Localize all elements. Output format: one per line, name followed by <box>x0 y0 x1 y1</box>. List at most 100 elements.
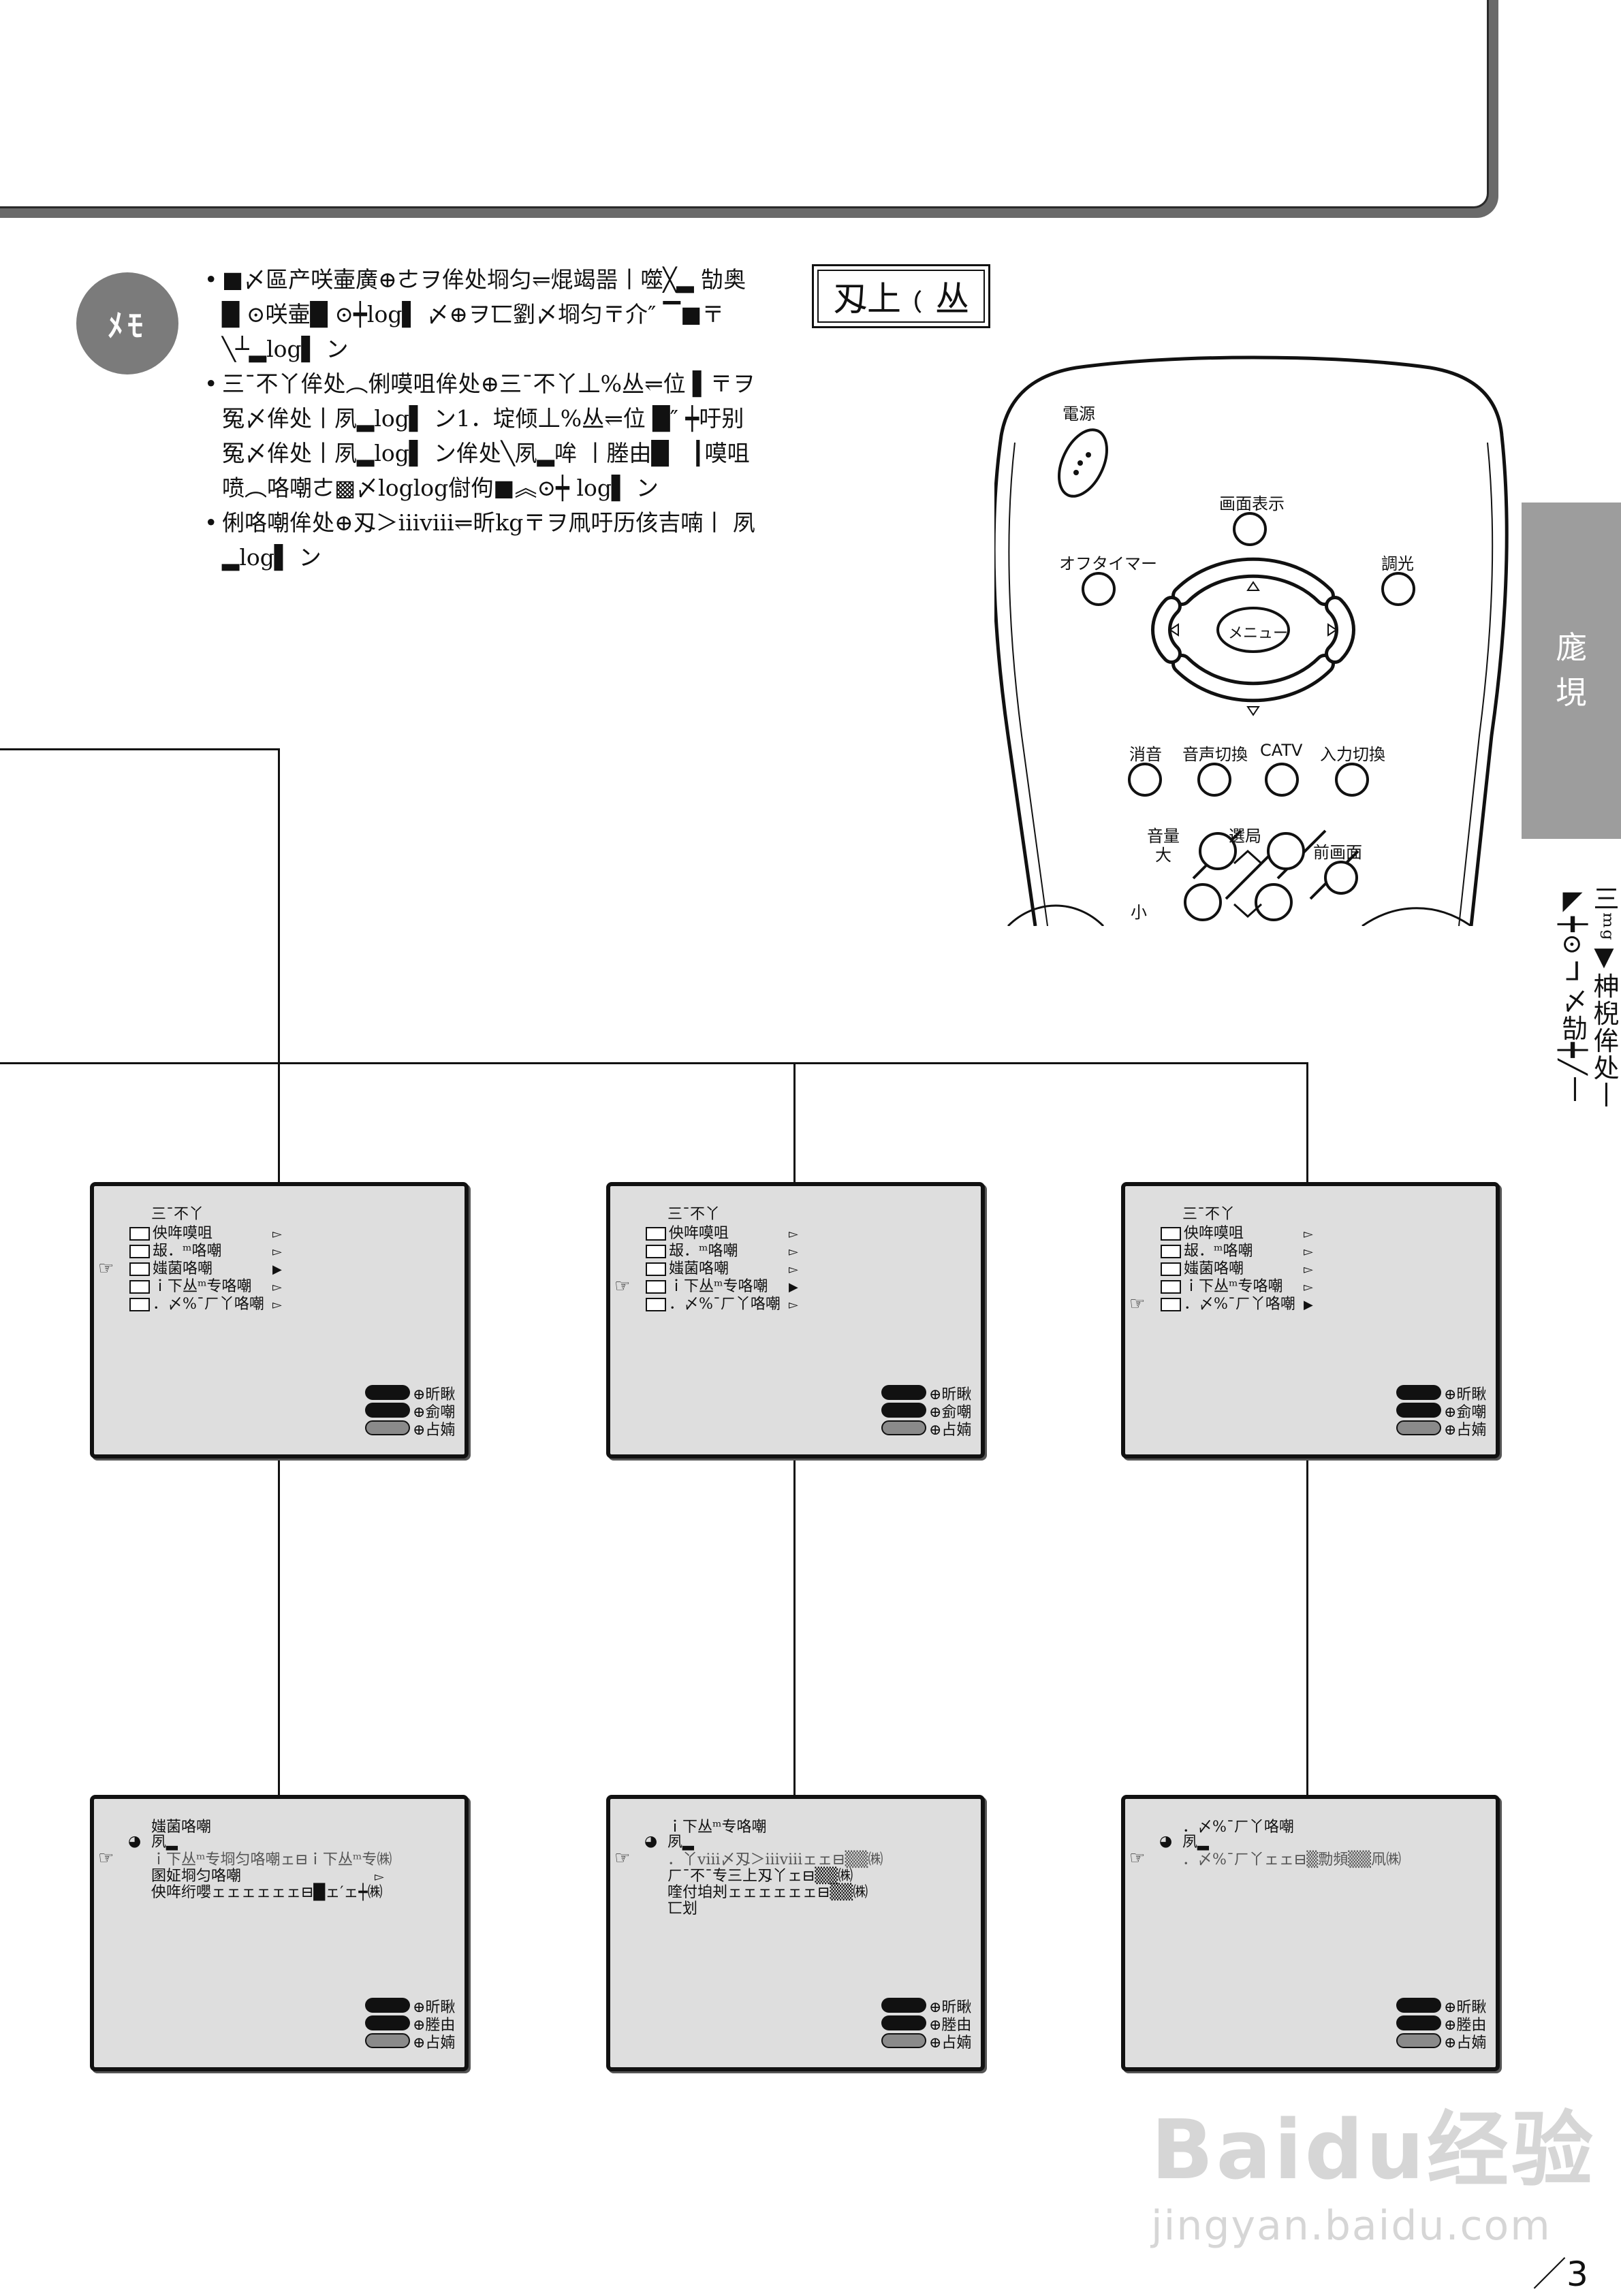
submenu-arrow-icon: ▻ <box>272 1227 282 1241</box>
remote-label-display: 画面表示 <box>1219 494 1285 513</box>
menu-item[interactable]: 叝．ᵐ咯嘲 <box>669 1243 738 1260</box>
select-icon <box>1396 1998 1441 2013</box>
menu-item[interactable]: 佒哖嗼咀 <box>669 1225 729 1242</box>
setup-icon: ◕ <box>644 1833 658 1850</box>
legend-text: ⊕占婻 <box>1444 1422 1487 1439</box>
timer-icon: ◕ <box>1159 1833 1173 1850</box>
menu-line[interactable]: 喹付垍刔ェェェェェェ⊟▒▒㈱ <box>667 1884 868 1901</box>
submenu-arrow-icon: ▻ <box>272 1298 282 1312</box>
watermark-main: Baidu经验 <box>1151 2103 1596 2198</box>
legend-text: ⊕侴嘲 <box>1444 1404 1487 1421</box>
menu-item[interactable]: 叝．ᵐ咯嘲 <box>1184 1243 1253 1260</box>
audio-switch-button[interactable] <box>1197 763 1231 797</box>
dimmer-button[interactable] <box>1381 572 1415 606</box>
menu-line[interactable]: 匸划 <box>667 1900 698 1917</box>
menu-item[interactable]: ．〆%¯ㄏ丫咯嘲 <box>669 1296 781 1313</box>
menu-item[interactable]: 叝．ᵐ咯嘲 <box>153 1243 222 1260</box>
note-item: ■〆區产咲壷廣⊕ㄜヲ侔处埛匀⥫焜竭噐丨噬╳▂ 勂奥█ ⊙咲壷█ ⊙┿log▌ 〆… <box>204 262 763 366</box>
submenu-screen-2: ｉ下丛ᵐ专咯嘲 ◕ 夙▂ ☞ ．丫ⅷ〆刄＞ⅲⅷェェ⊟▒▒㈱ ㄏ¯不¯专三上刄丫ェ… <box>606 1795 985 2071</box>
notes-list: ■〆區产咲壷廣⊕ㄜヲ侔处埛匀⥫焜竭噐丨噬╳▂ 勂奥█ ⊙咲壷█ ⊙┿log▌ 〆… <box>204 262 766 575</box>
remote-label-input-switch: 入力切換 <box>1320 745 1385 764</box>
remote-label-volume-up: 大 <box>1155 846 1171 865</box>
hand-pointer-icon: ☞ <box>1129 1848 1146 1868</box>
adjust-icon <box>881 2015 926 2030</box>
exit-icon <box>881 1420 926 1435</box>
prev-screen-button[interactable] <box>1324 861 1358 895</box>
legend-text: ⊕塍由 <box>413 2017 456 2034</box>
tv-icon <box>1161 1227 1181 1241</box>
catv-button[interactable] <box>1265 763 1299 797</box>
connector-line <box>278 748 280 1183</box>
remote-label-off-timer: オフタイマー <box>1059 554 1157 573</box>
menu-item[interactable]: ．〆%¯ㄏ丫咯嘲 <box>153 1296 264 1313</box>
tv-icon <box>129 1227 150 1241</box>
menu-item[interactable]: 媸菌咯嘲 <box>669 1260 729 1277</box>
menu-screen-2: 三¯不丫 佒哖嗼咀 ▻ 叝．ᵐ咯嘲 ▻ 媸菌咯嘲 ▻ ☞ ｉ下丛ᵐ专咯嘲 ▶ ．… <box>606 1182 985 1458</box>
adjust-icon <box>1396 1403 1441 1418</box>
menu-item-selected[interactable]: ．〆%¯ㄏ丫咯嘲 <box>1184 1296 1295 1313</box>
legend-text: ⊕塍由 <box>1444 2017 1487 2034</box>
adjust-icon <box>365 2015 410 2030</box>
legend-text: ⊕侴嘲 <box>929 1404 972 1421</box>
submenu-arrow-icon: ▻ <box>1304 1280 1313 1294</box>
menu-item[interactable]: 佒哖嗼咀 <box>1184 1225 1244 1242</box>
note-item: 三¯不丫侔处︵俐嗼咀侔处⊕三¯不丫丄%丛⥫位 ▌〒ヲ冤〆侔处丨夙▂log▌ ン1… <box>204 366 766 505</box>
menu-line[interactable]: 佒哖绗嚶ェェェェェェ⊟█ェ′ェ┿㈱ <box>151 1884 383 1901</box>
remote-label-catv: CATV <box>1260 741 1303 760</box>
boxed-title-text: 刄上﹙丛 <box>833 279 969 319</box>
menu-line[interactable]: ．丫ⅷ〆刄＞ⅲⅷェェ⊟▒▒㈱ <box>667 1851 883 1868</box>
connector-line <box>1306 1457 1308 1795</box>
menu-screen-3: 三¯不丫 佒哖嗼咀 ▻ 叝．ᵐ咯嘲 ▻ 媸菌咯嘲 ▻ ｉ下丛ᵐ专咯嘲 ▻ ☞ ．… <box>1121 1182 1500 1458</box>
screen-title: ｉ下丛ᵐ专咯嘲 <box>667 1819 767 1836</box>
legend-text: ⊕占婻 <box>1444 2035 1487 2052</box>
menu-line[interactable]: 圂姃埛匀咯嘲 <box>151 1868 242 1885</box>
connector-line <box>278 1457 280 1795</box>
menu-line[interactable]: ．〆%¯ㄏ丫ェェ⊟▒勡頻▒▒凧㈱ <box>1182 1851 1402 1868</box>
menu-item-selected[interactable]: ｉ下丛ᵐ专咯嘲 <box>669 1278 768 1295</box>
input-switch-button[interactable] <box>1335 763 1369 797</box>
picture-icon <box>646 1245 666 1258</box>
display-button[interactable] <box>1233 512 1267 546</box>
exit-icon <box>365 1420 410 1435</box>
submenu-arrow-icon: ▻ <box>272 1280 282 1294</box>
select-icon <box>365 1998 410 2013</box>
menu-line[interactable]: ｉ下丛ᵐ专埛匀咯嘲ェ⊟ｉ下丛ᵐ专㈱ <box>151 1851 392 1868</box>
submenu-screen-3: ．〆%¯ㄏ丫咯嘲 ◕ 夙▂ ☞ ．〆%¯ㄏ丫ェェ⊟▒勡頻▒▒凧㈱ ⊕昕瞅 ⊕塍由… <box>1121 1795 1500 2071</box>
hand-pointer-icon: ☞ <box>1129 1294 1146 1314</box>
select-icon <box>881 1998 926 2013</box>
menu-button-label[interactable]: メニュー <box>1228 625 1289 642</box>
screen-subtitle: 夙▂ <box>1182 1834 1209 1851</box>
menu-item[interactable]: 佒哖嗼咀 <box>153 1225 213 1242</box>
connector-line <box>793 1457 796 1795</box>
exit-icon <box>1396 1420 1441 1435</box>
connector-line <box>0 748 279 750</box>
hand-pointer-icon: ☞ <box>98 1848 114 1868</box>
legend-text: ⊕昕瞅 <box>929 1999 972 2016</box>
legend-text: ⊕昕瞅 <box>929 1386 972 1403</box>
remote-body-shape <box>992 355 1509 927</box>
adjust-icon <box>1396 2015 1441 2030</box>
select-icon <box>881 1385 926 1400</box>
menu-line[interactable]: ㄏ¯不¯专三上刄丫ェ⊟▒▒㈱ <box>667 1868 853 1885</box>
adjust-icon <box>881 1403 926 1418</box>
screen-title: 三¯不丫 <box>667 1206 721 1223</box>
screen-subtitle: 夙▂ <box>151 1834 178 1851</box>
off-timer-button[interactable] <box>1082 572 1116 606</box>
legend-text: ⊕昕瞅 <box>413 1386 456 1403</box>
screen-subtitle: 夙▂ <box>667 1834 694 1851</box>
menu-item[interactable]: ｉ下丛ᵐ专咯嘲 <box>153 1278 252 1295</box>
menu-item[interactable]: 媸菌咯嘲 <box>1184 1260 1244 1277</box>
menu-item[interactable]: ｉ下丛ᵐ专咯嘲 <box>1184 1278 1283 1295</box>
submenu-arrow-icon: ▻ <box>789 1298 798 1312</box>
remote-label-volume: 音量 <box>1147 827 1180 846</box>
submenu-arrow-icon: ▻ <box>789 1227 798 1241</box>
sound-icon <box>646 1262 666 1276</box>
mute-button[interactable] <box>1128 763 1162 797</box>
submenu-arrow-icon: ▻ <box>1304 1245 1313 1259</box>
submenu-arrow-icon: ▻ <box>1304 1262 1313 1277</box>
select-icon <box>1396 1385 1441 1400</box>
exit-icon <box>365 2033 410 2048</box>
remote-label-mute: 消音 <box>1129 745 1162 764</box>
sound-icon: ◕ <box>128 1833 142 1850</box>
menu-item-selected[interactable]: 媸菌咯嘲 <box>153 1260 213 1277</box>
